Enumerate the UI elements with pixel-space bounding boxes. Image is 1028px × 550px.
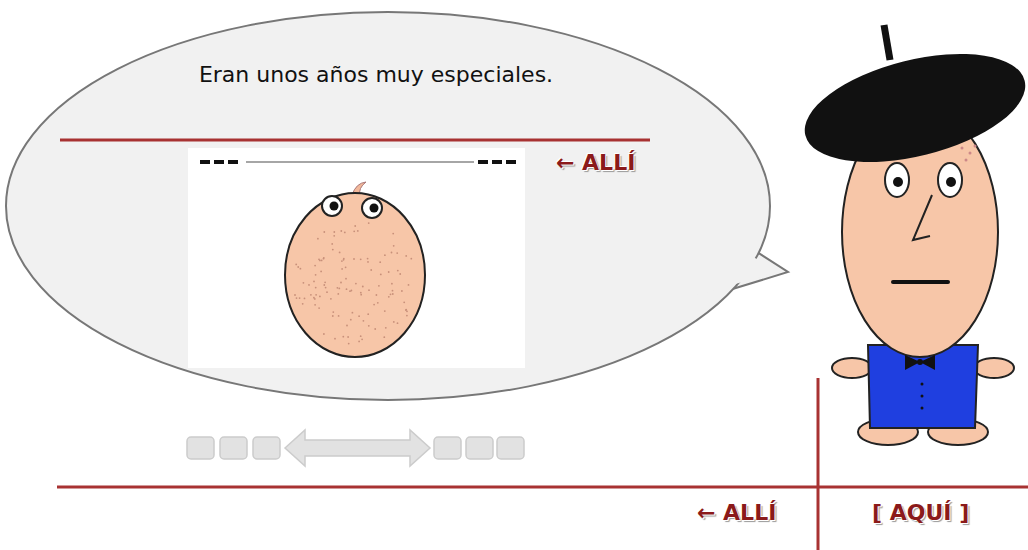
speaker-figure: [794, 25, 1028, 445]
place-label: ← ALLÍ: [697, 500, 776, 525]
now-line: [817, 378, 820, 550]
memory-picture: [0, 0, 800, 410]
speech-bubble: Eran unos años muy especiales.: [0, 0, 800, 410]
speech-text: Eran unos años muy especiales.: [0, 62, 752, 87]
place-label: ← ALLÍ: [556, 150, 635, 175]
time-line: [57, 486, 1028, 489]
grey-timeline-arrow: [187, 430, 524, 466]
place-label: [ AQUÍ ]: [872, 500, 969, 525]
